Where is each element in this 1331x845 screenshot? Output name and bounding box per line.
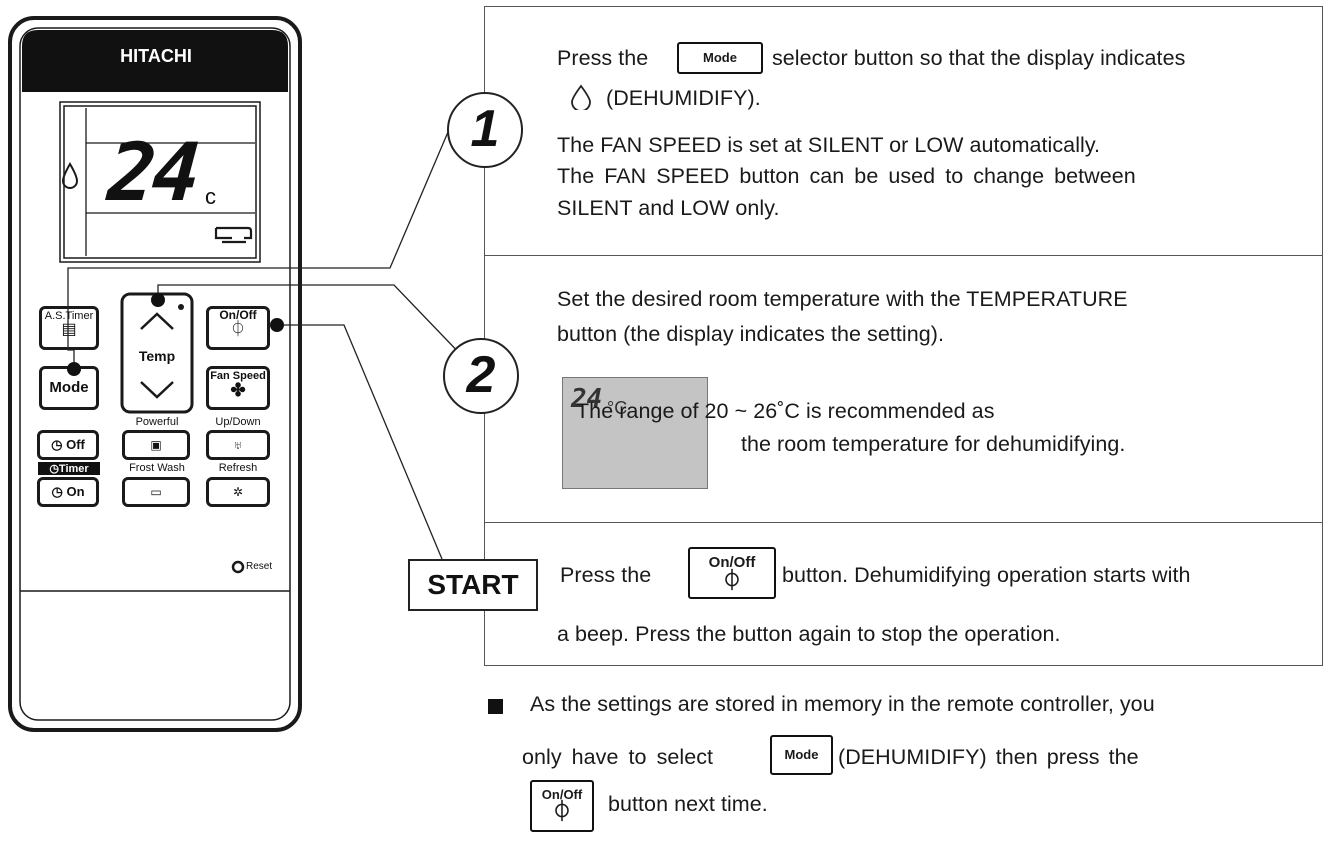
step-1-line-1b: selector button so that the display indi… [772, 46, 1186, 70]
mode-inline-label: Mode [703, 50, 737, 65]
note-bullet [488, 699, 503, 714]
mode-label: Mode [49, 379, 89, 396]
refresh-icon: ✲ [232, 485, 244, 499]
instruction-panel [484, 6, 1323, 666]
reset-label: Reset [246, 561, 273, 572]
fan-icon: ✤ [230, 380, 246, 401]
mode-note-label: Mode [784, 747, 819, 762]
start-line-2: a beep. Press the button again to stop t… [557, 622, 1061, 646]
droplet-icon [571, 84, 591, 110]
start-label: START [408, 559, 538, 611]
on-off-inline-label: On/Off [708, 554, 756, 571]
mode-note-button: Mode [770, 735, 833, 775]
fan-speed-label: Fan Speed [210, 370, 266, 382]
power-icon: ⏀ [552, 801, 572, 823]
step-1-number: 1 [447, 92, 523, 168]
start-line-1a: Press the [560, 563, 652, 587]
on-off-label: On/Off [219, 308, 257, 322]
off-label: Off [66, 437, 85, 452]
step-1-line-1a: Press the [557, 46, 649, 70]
mode-inline-button: Mode [677, 42, 763, 74]
timer-clock-icon: ◷ [49, 463, 59, 475]
up-down-button[interactable]: ♅ [206, 430, 270, 460]
frost-wash-label: Frost Wash [129, 462, 185, 474]
timer-text: Timer [58, 463, 89, 475]
powerful-label: Powerful [135, 416, 179, 428]
note-line-2a: only have to select [522, 745, 714, 769]
on-timer-button[interactable]: ◷ On [37, 477, 99, 507]
power-icon: ⏀ [229, 321, 246, 339]
on-off-note-button: On/Off ⏀ [530, 780, 594, 832]
frost-wash-icon: ▭ [150, 485, 162, 499]
powerful-icon: ▣ [150, 438, 162, 452]
step-2-line-2: button (the display indicates the settin… [557, 322, 944, 346]
mode-button[interactable]: Mode [39, 366, 99, 410]
step-2-section [485, 256, 1322, 523]
temperature-display-sample: 24 °C [562, 377, 708, 489]
step-1-line-4: The FAN SPEED button can be used to chan… [557, 164, 1136, 188]
fan-speed-button[interactable]: Fan Speed ✤ [206, 366, 270, 410]
brand-logo: HITACHI [120, 46, 192, 66]
temp-label: Temp [138, 348, 176, 364]
step-1-line-5: SILENT and LOW only. [557, 196, 780, 220]
note-line-3: button next time. [608, 792, 768, 816]
timer-label: ◷Timer [38, 462, 100, 475]
step-2-line-4: the room temperature for dehumidifying. [741, 432, 1126, 456]
step-1-line-2: (DEHUMIDIFY). [606, 86, 761, 110]
start-line-1b: button. Dehumidifying operation starts w… [782, 563, 1191, 587]
on-off-inline-button: On/Off ⏀ [688, 547, 776, 599]
lcd-sample-unit: °C [607, 398, 628, 418]
step-2-number: 2 [443, 338, 519, 414]
off-timer-button[interactable]: ◷ Off [37, 430, 99, 460]
step-1-line-3: The FAN SPEED is set at SILENT or LOW au… [557, 133, 1101, 157]
clock-icon: ◷ [51, 484, 63, 499]
on-off-note-label: On/Off [541, 787, 583, 802]
temp-up-button[interactable] [126, 296, 188, 340]
step-1-section [485, 7, 1322, 256]
note-line-1: As the settings are stored in memory in … [530, 692, 1155, 716]
as-timer-label: A.S.Timer [44, 310, 94, 322]
reset-button[interactable] [232, 561, 244, 573]
as-timer-icon: ▤ [61, 321, 77, 339]
note-line-2b: (DEHUMIDIFY) then press the [838, 745, 1139, 769]
step-2-line-3: The range of 20 ~ 26˚C is recommended as [576, 399, 995, 423]
swing-icon: ♅ [233, 438, 243, 452]
on-label: On [66, 484, 85, 499]
as-timer-button[interactable]: A.S.Timer ▤ [39, 306, 99, 350]
clock-icon: ◷ [51, 437, 63, 452]
step-2-line-1: Set the desired room temperature with th… [557, 287, 1128, 311]
lcd-sample-value: 24 [571, 384, 603, 414]
powerful-button[interactable]: ▣ [122, 430, 190, 460]
refresh-label: Refresh [218, 462, 258, 474]
display-temperature: 24 [104, 126, 200, 219]
display-unit: c [205, 184, 216, 209]
remote-controller: HITACHI 24 c A.S.Timer ▤ Temp On/Off ⏀ M… [8, 16, 304, 734]
frost-wash-button[interactable]: ▭ [122, 477, 190, 507]
up-down-label: Up/Down [215, 416, 261, 428]
on-off-button[interactable]: On/Off ⏀ [206, 306, 270, 350]
temp-down-button[interactable] [126, 368, 188, 410]
refresh-button[interactable]: ✲ [206, 477, 270, 507]
power-icon: ⏀ [722, 570, 742, 592]
